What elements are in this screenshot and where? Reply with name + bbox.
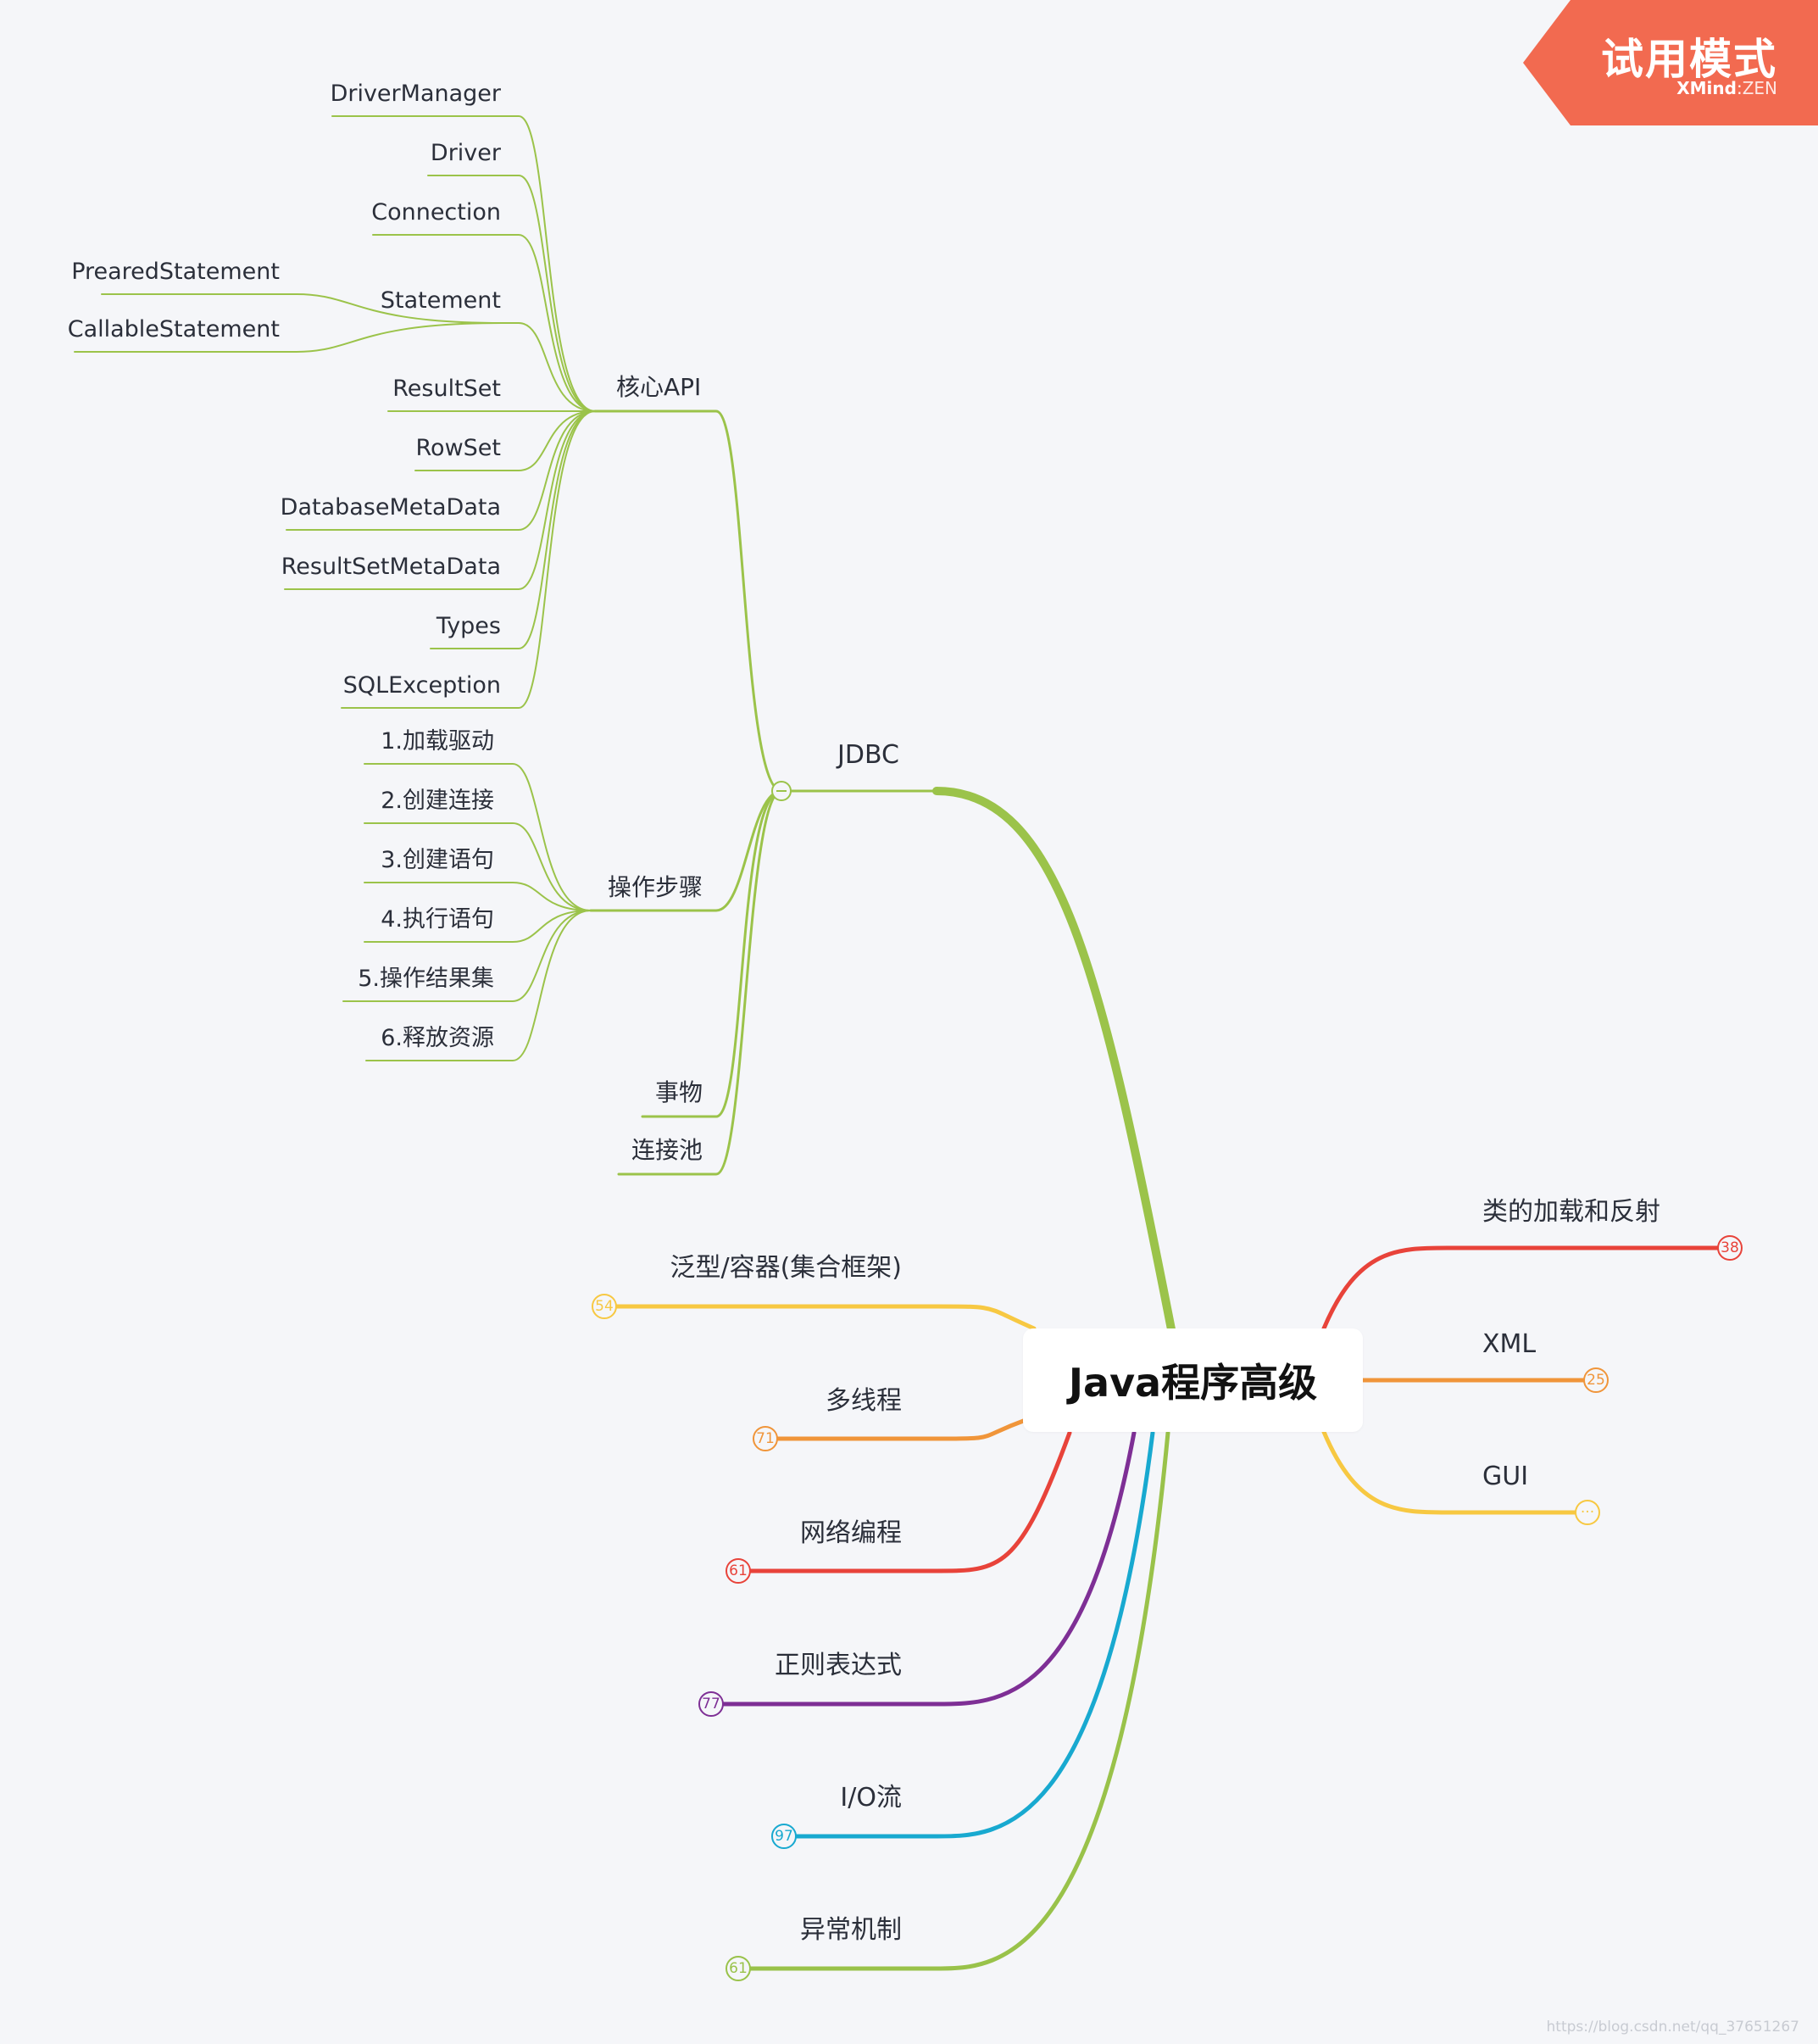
connector-line <box>748 1430 1170 1971</box>
topic-network-programming[interactable]: 网络编程 <box>800 1518 902 1548</box>
topic-connection-pool[interactable]: 连接池 <box>631 1136 703 1164</box>
connector-line <box>794 1430 1155 1839</box>
collapsed-count-badge[interactable]: 61 <box>726 1558 751 1584</box>
connector-line <box>501 322 596 412</box>
connector-line <box>1321 1245 1720 1331</box>
collapsed-count-badge[interactable]: ··· <box>1575 1500 1600 1525</box>
connector-line <box>101 293 503 324</box>
collapse-toggle-button[interactable] <box>771 781 792 801</box>
leaf-databasemetadata[interactable]: DatabaseMetaData <box>280 494 501 521</box>
ribbon-shape <box>1523 0 1818 125</box>
connector-line <box>286 410 596 531</box>
leaf-sqlexception[interactable]: SQLException <box>342 672 501 699</box>
leaf-connection[interactable]: Connection <box>371 199 501 226</box>
connector-line <box>776 1417 1028 1441</box>
connector-line <box>364 822 592 911</box>
brand-separator: : <box>1736 78 1743 98</box>
topic-core-api[interactable]: 核心API <box>616 373 702 401</box>
connector-line <box>614 1304 1037 1331</box>
leaf-step-4[interactable]: 4.执行语句 <box>381 906 494 933</box>
connector-line <box>364 910 592 943</box>
collapsed-count-badge[interactable]: 77 <box>698 1691 724 1717</box>
connector-line <box>1321 1429 1577 1515</box>
connector-line <box>414 410 596 471</box>
collapsed-count-badge[interactable]: 71 <box>753 1426 778 1451</box>
topic-transaction[interactable]: 事物 <box>654 1078 703 1106</box>
trial-mode-badge[interactable]: 试用模式 XMind:ZEN <box>1523 0 1818 125</box>
connector-line <box>342 910 592 1002</box>
collapsed-count-badge[interactable]: 97 <box>771 1824 797 1849</box>
connector-line <box>430 410 596 649</box>
leaf-step-1[interactable]: 1.加载驱动 <box>381 728 494 755</box>
leaf-drivermanager[interactable]: DriverManager <box>330 81 501 107</box>
leaf-prearedstatement[interactable]: PrearedStatement <box>71 259 280 285</box>
leaf-step-2[interactable]: 2.创建连接 <box>381 788 494 814</box>
connector-line <box>748 1430 1072 1573</box>
leaf-resultsetmetadata[interactable]: ResultSetMetaData <box>281 554 501 580</box>
connector-line <box>331 115 596 412</box>
leaf-step-6[interactable]: 6.释放资源 <box>381 1025 494 1051</box>
topic-xml[interactable]: XML <box>1482 1329 1537 1359</box>
leaf-rowset[interactable]: RowSet <box>415 435 502 461</box>
connector-line <box>341 410 596 709</box>
connector-line <box>589 789 783 912</box>
brand-edition: ZEN <box>1742 78 1777 98</box>
collapsed-count-badge[interactable]: 25 <box>1583 1367 1609 1393</box>
topic-jdbc[interactable]: JDBC <box>837 740 899 770</box>
topic-exception-mechanism[interactable]: 异常机制 <box>800 1915 902 1945</box>
connector-line <box>284 410 596 590</box>
connector-line <box>641 789 783 1118</box>
connector-line <box>427 175 596 412</box>
collapsed-count-badge[interactable]: 38 <box>1717 1235 1743 1261</box>
minus-icon <box>776 790 787 792</box>
watermark-url: https://blog.csdn.net/qq_37651267 <box>1546 2019 1799 2036</box>
connector-line <box>365 910 592 1061</box>
collapsed-count-badge[interactable]: 54 <box>592 1294 617 1319</box>
topic-operation-steps[interactable]: 操作步骤 <box>608 873 703 901</box>
leaf-callablestatement[interactable]: CallableStatement <box>67 316 280 343</box>
leaf-step-5[interactable]: 5.操作结果集 <box>358 966 494 992</box>
leaf-types[interactable]: Types <box>436 613 501 639</box>
connector-line <box>364 882 592 911</box>
leaf-statement[interactable]: Statement <box>380 287 501 314</box>
leaf-resultset[interactable]: ResultSet <box>392 376 501 402</box>
topic-regular-expressions[interactable]: 正则表达式 <box>775 1651 902 1680</box>
leaf-step-3[interactable]: 3.创建语句 <box>381 847 494 873</box>
collapsed-count-badge[interactable]: 61 <box>726 1956 751 1981</box>
topic-multithreading[interactable]: 多线程 <box>826 1386 902 1416</box>
leaf-driver[interactable]: Driver <box>430 140 501 166</box>
topic-io-streams[interactable]: I/O流 <box>840 1783 902 1813</box>
trial-mode-title: 试用模式 <box>1601 35 1777 84</box>
topic-generics-collections[interactable]: 泛型/容器(集合框架) <box>670 1253 902 1283</box>
brand-name: XMind <box>1676 78 1737 98</box>
connector-line <box>74 322 503 353</box>
connector-line <box>364 763 592 911</box>
central-topic[interactable]: Java程序高级 <box>1023 1328 1363 1432</box>
connector-line <box>721 1430 1137 1707</box>
xmind-zen-logo: XMind:ZEN <box>1676 78 1777 98</box>
connector-line <box>617 789 783 1176</box>
connector-line <box>593 409 783 793</box>
connector-line <box>932 787 1176 1334</box>
topic-gui[interactable]: GUI <box>1482 1462 1529 1491</box>
connector-line <box>372 234 596 412</box>
topic-class-loading-reflection[interactable]: 类的加载和反射 <box>1482 1197 1660 1227</box>
